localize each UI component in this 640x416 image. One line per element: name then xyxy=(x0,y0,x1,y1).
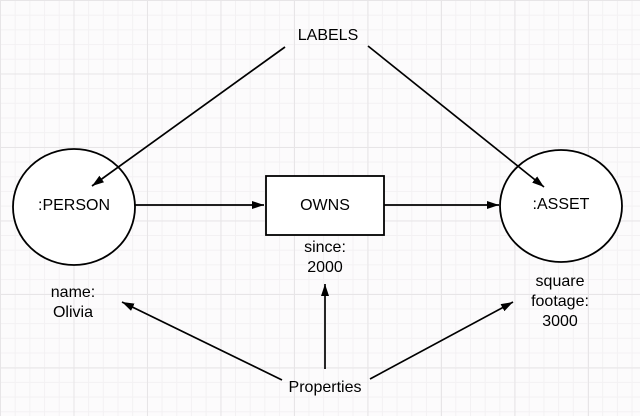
asset-node-label: :ASSET xyxy=(532,196,590,213)
person-node-label: :PERSON xyxy=(37,197,111,214)
person-properties-text: name: Olivia xyxy=(51,283,95,323)
person-property-line: Olivia xyxy=(52,304,93,321)
labels-arrow-to-person xyxy=(91,46,286,187)
properties-annotation: Properties xyxy=(288,379,362,396)
properties-arrow-to-asset-property xyxy=(369,301,514,380)
asset-properties-text: square footage: 3000 xyxy=(531,272,589,332)
asset-property-line: 3000 xyxy=(542,313,578,330)
owns-relationship-label: OWNS xyxy=(300,197,350,214)
asset-property-line: footage: xyxy=(531,293,589,310)
owns-properties-text: since: 2000 xyxy=(304,238,346,278)
labels-arrow-to-asset xyxy=(367,45,545,188)
owns-property-line: since: xyxy=(304,239,346,256)
properties-arrow-to-person-property xyxy=(121,301,283,381)
asset-property-line: square xyxy=(535,273,585,290)
asset-node-circle xyxy=(499,149,623,263)
labels-annotation: LABELS xyxy=(297,27,359,44)
owns-property-line: 2000 xyxy=(307,259,343,276)
owns-relationship-box xyxy=(265,175,385,236)
person-property-line: name: xyxy=(50,284,96,301)
